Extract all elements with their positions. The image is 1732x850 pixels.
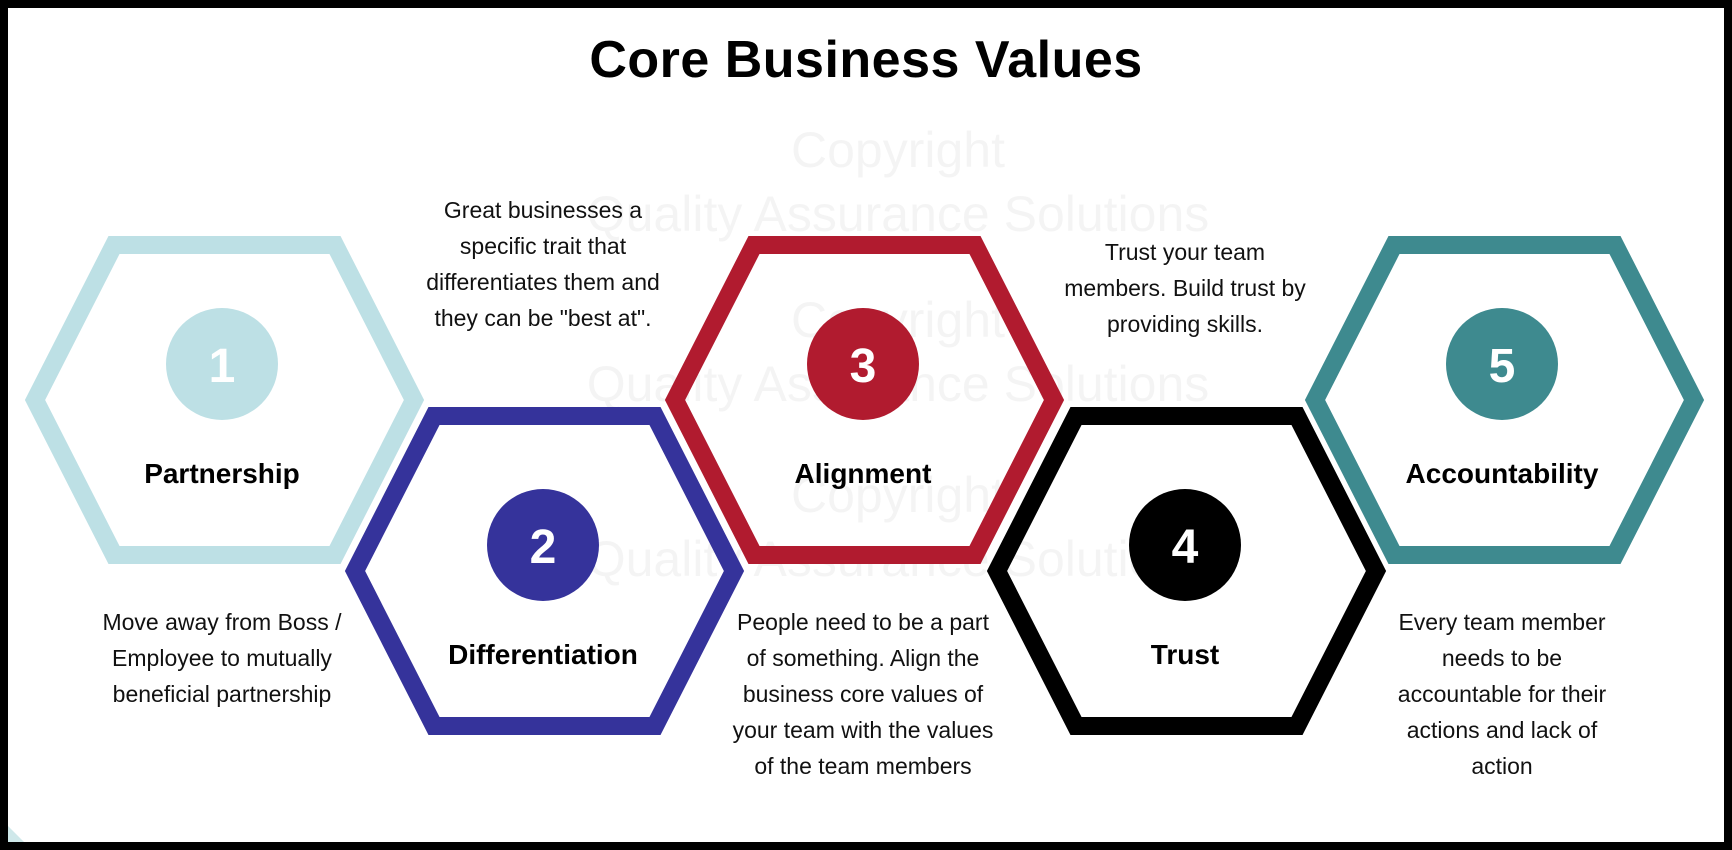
number-text: 4 bbox=[1172, 521, 1199, 574]
hexagon-outline bbox=[664, 236, 1065, 564]
value-hexagon-2: 2 Differentiation bbox=[344, 407, 745, 735]
number-badge bbox=[807, 308, 919, 420]
page-title: Core Business Values bbox=[589, 31, 1143, 89]
watermark-line-1: Copyright bbox=[548, 463, 1248, 527]
number-badge bbox=[166, 308, 278, 420]
value-hexagon-5: 5 Accountability bbox=[1304, 236, 1705, 564]
hexagon-outline bbox=[1304, 236, 1705, 564]
value-description-2: Great businesses a specific trait that d… bbox=[426, 197, 660, 331]
number-text: 5 bbox=[1489, 340, 1516, 393]
hexagon-outline bbox=[24, 236, 425, 564]
value-label: Alignment bbox=[795, 458, 932, 489]
slide: Core Business Values Copyright Quality A… bbox=[8, 8, 1724, 842]
value-description-4: Trust your team members. Build trust by … bbox=[1064, 239, 1306, 337]
value-description-3: People need to be a part of something. A… bbox=[732, 609, 994, 779]
value-description-1: Move away from Boss / Employee to mutual… bbox=[102, 609, 342, 707]
watermark: Copyright Quality Assurance Solutions bbox=[548, 118, 1248, 246]
value-hexagon-1: 1 Partnership bbox=[24, 236, 425, 564]
value-label: Differentiation bbox=[448, 639, 638, 670]
number-text: 2 bbox=[530, 521, 557, 574]
corner-accent bbox=[8, 826, 24, 842]
number-badge bbox=[1129, 489, 1241, 601]
value-label: Accountability bbox=[1406, 458, 1599, 489]
value-description-5: Every team member needs to be accountabl… bbox=[1397, 609, 1607, 779]
hexagon-outline bbox=[344, 407, 745, 735]
number-badge bbox=[1446, 308, 1558, 420]
number-text: 3 bbox=[850, 340, 877, 393]
value-hexagon-4: 4 Trust bbox=[986, 407, 1387, 735]
watermark-line-2: Quality Assurance Solutions bbox=[548, 182, 1248, 246]
value-label: Partnership bbox=[144, 458, 300, 489]
hexagon-outline bbox=[986, 407, 1387, 735]
value-label: Trust bbox=[1151, 639, 1219, 670]
watermark-line-1: Copyright bbox=[548, 118, 1248, 182]
number-badge bbox=[487, 489, 599, 601]
hexagon-diagram: 1 Partnership 2 Differentiation 3 Alignm… bbox=[24, 236, 1705, 735]
number-text: 1 bbox=[209, 340, 236, 393]
value-hexagon-3: 3 Alignment bbox=[664, 236, 1065, 564]
